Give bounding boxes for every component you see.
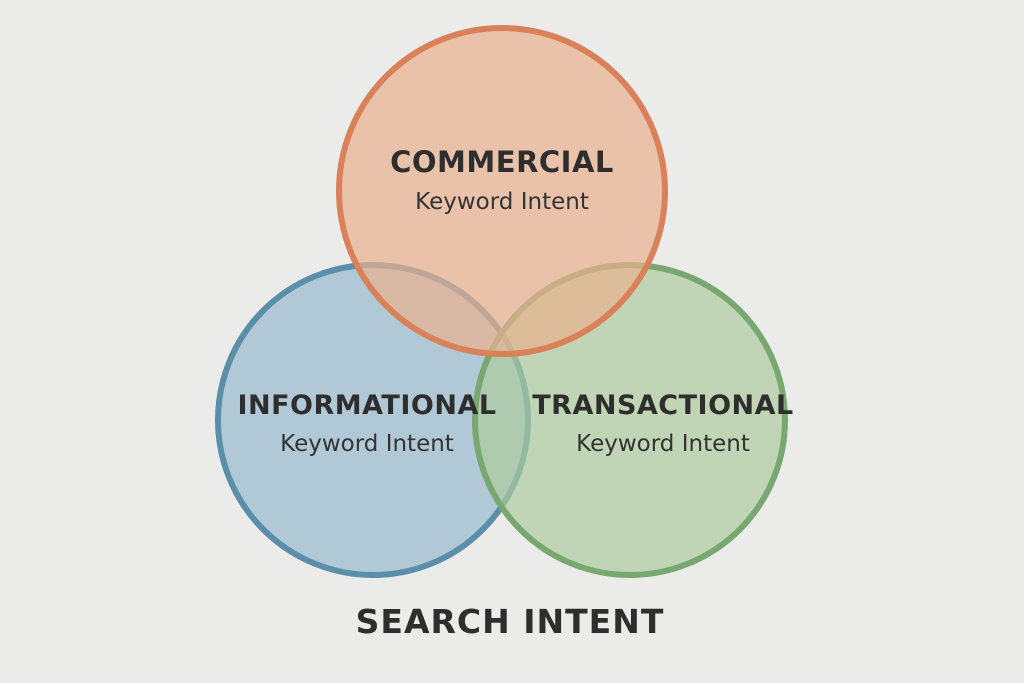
commercial-circle bbox=[336, 25, 668, 357]
commercial-subtitle: Keyword Intent bbox=[415, 189, 589, 215]
transactional-title: TRANSACTIONAL bbox=[532, 390, 794, 421]
transactional-label: TRANSACTIONAL Keyword Intent bbox=[532, 390, 793, 457]
informational-label: INFORMATIONAL Keyword Intent bbox=[237, 390, 496, 457]
diagram-title: SEARCH INTENT bbox=[355, 602, 665, 641]
informational-subtitle: Keyword Intent bbox=[280, 431, 454, 457]
transactional-subtitle: Keyword Intent bbox=[576, 431, 750, 457]
informational-title: INFORMATIONAL bbox=[237, 390, 497, 421]
commercial-title: COMMERCIAL bbox=[390, 145, 614, 179]
commercial-label: COMMERCIAL Keyword Intent bbox=[390, 145, 614, 215]
